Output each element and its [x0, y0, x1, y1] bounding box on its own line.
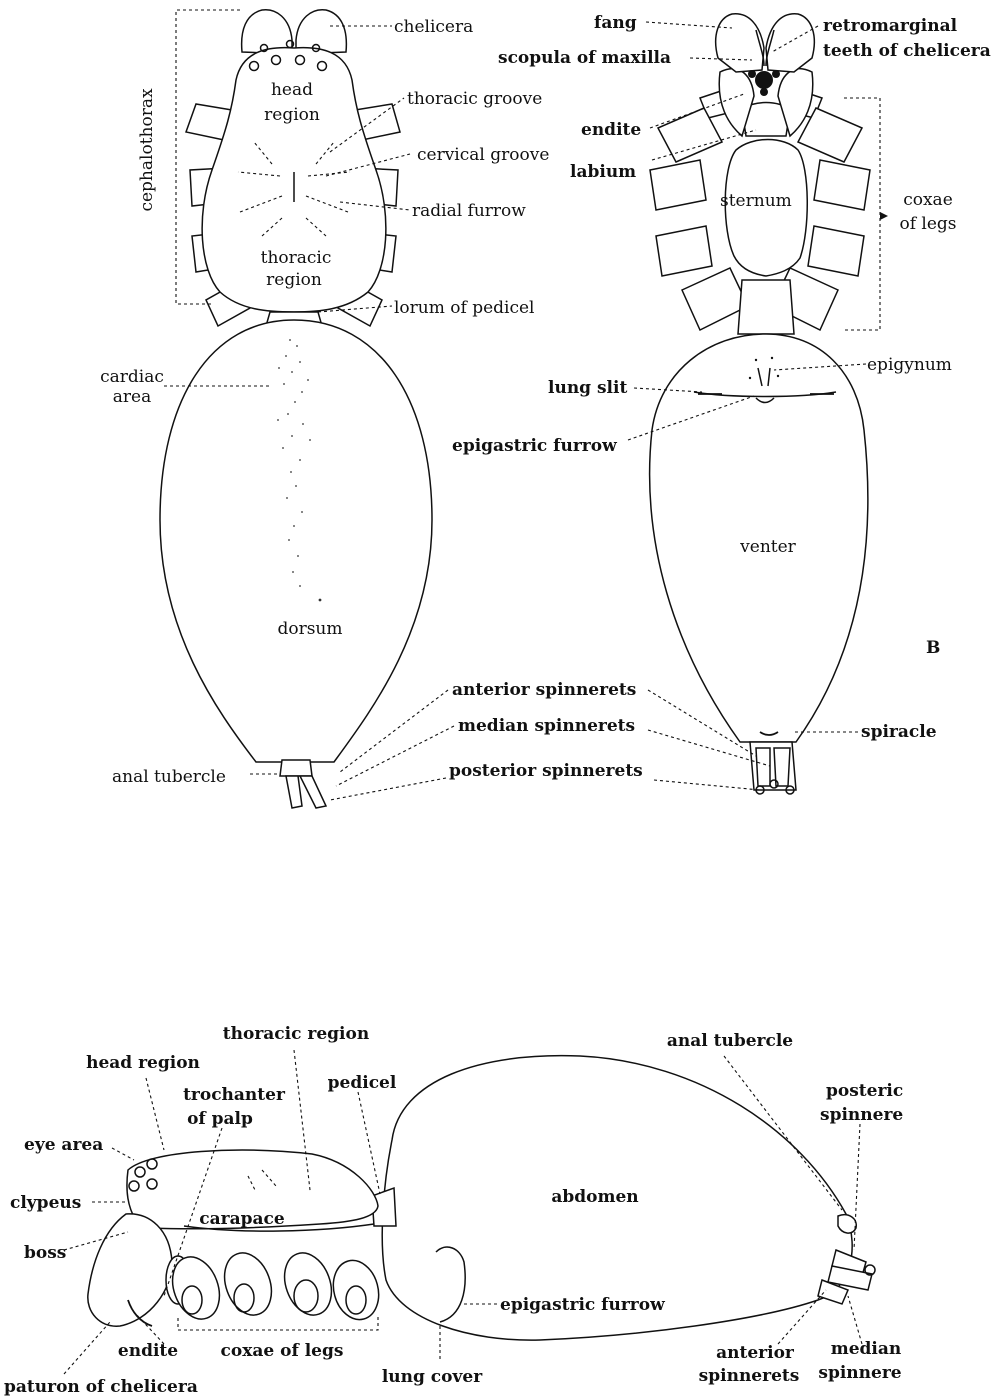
ventral-chelicera-right — [766, 14, 814, 72]
dorsal-view — [160, 10, 432, 808]
label-coxae-2: of legs — [899, 214, 956, 234]
label-lateral-anterior-1: anterior — [716, 1343, 795, 1363]
label-panel-b: B — [926, 638, 940, 658]
label-scopula-of-maxilla: scopula of maxilla — [498, 48, 671, 68]
label-coxae-1: coxae — [903, 190, 953, 210]
label-cephalothorax: cephalothorax — [137, 88, 157, 211]
spinneret-leaders — [330, 690, 770, 800]
label-posterior-spinnerets: posterior spinnerets — [449, 761, 643, 781]
coxae-arrow — [880, 212, 888, 220]
label-cardiac-area-2: area — [113, 387, 151, 407]
label-lorum-of-pedicel: lorum of pedicel — [394, 298, 534, 318]
label-lateral-anterior-2: spinnerets — [699, 1366, 800, 1386]
label-lung-cover: lung cover — [382, 1367, 483, 1387]
ventral-spinnerets — [750, 742, 796, 794]
label-retromarginal-2: teeth of chelicera — [823, 41, 991, 61]
lateral-anal-tubercle — [838, 1215, 856, 1233]
label-lateral-thoracic-region: thoracic region — [223, 1024, 369, 1044]
label-eye-area: eye area — [24, 1135, 103, 1155]
ventral-chelicera-left — [716, 14, 764, 72]
label-radial-furrow: radial furrow — [412, 201, 526, 221]
label-paturon-of-chelicera: paturon of chelicera — [4, 1377, 198, 1397]
label-lung-slit: lung slit — [548, 378, 627, 398]
label-head-region-2: region — [264, 105, 320, 125]
label-lateral-median-2: spinnere — [818, 1363, 901, 1383]
label-venter: venter — [739, 537, 797, 557]
label-median-spinnerets: median spinnerets — [458, 716, 635, 736]
label-chelicera: chelicera — [394, 17, 473, 37]
label-thoracic-groove: thoracic groove — [407, 89, 542, 109]
label-endite: endite — [581, 120, 641, 140]
label-lateral-epigastric-furrow: epigastric furrow — [500, 1295, 665, 1315]
label-retromarginal-1: retromarginal — [823, 16, 958, 36]
label-thoracic-region-1: thoracic — [261, 248, 332, 268]
ventral-pedicel — [738, 280, 794, 334]
label-dorsum: dorsum — [277, 619, 342, 639]
label-thoracic-region-2: region — [266, 270, 322, 290]
label-sternum: sternum — [720, 191, 792, 211]
label-carapace: carapace — [199, 1209, 285, 1229]
label-head-region-1: head — [271, 80, 313, 100]
label-anal-tubercle: anal tubercle — [112, 767, 226, 787]
lateral-chelicera — [88, 1214, 172, 1326]
lateral-coxae — [164, 1246, 385, 1325]
ventral-view — [650, 14, 880, 794]
label-clypeus: clypeus — [10, 1193, 81, 1213]
label-cardiac-area-1: cardiac — [100, 367, 164, 387]
label-cervical-groove: cervical groove — [417, 145, 549, 165]
label-fang: fang — [594, 13, 637, 33]
label-lateral-anal-tubercle: anal tubercle — [667, 1031, 793, 1051]
label-lateral-endite: endite — [118, 1341, 178, 1361]
label-spiracle: spiracle — [861, 722, 937, 742]
label-lateral-posterior-2: spinnere — [820, 1105, 903, 1125]
label-lateral-posterior-1: posteric — [826, 1081, 903, 1101]
label-boss: boss — [24, 1243, 66, 1263]
label-epigynum: epigynum — [867, 355, 952, 375]
dorsal-spinnerets — [280, 760, 326, 808]
label-epigastric-furrow-ventral: epigastric furrow — [452, 436, 617, 456]
label-labium: labium — [570, 162, 636, 182]
label-lateral-pedicel: pedicel — [328, 1073, 397, 1093]
label-anterior-spinnerets: anterior spinnerets — [452, 680, 636, 700]
label-lateral-median-1: median — [831, 1339, 902, 1359]
label-trochanter-1: trochanter — [183, 1085, 286, 1105]
label-lateral-head-region: head region — [86, 1053, 200, 1073]
label-abdomen: abdomen — [551, 1187, 638, 1207]
label-lateral-coxae-of-legs: coxae of legs — [221, 1341, 344, 1361]
label-trochanter-2: of palp — [187, 1109, 253, 1129]
